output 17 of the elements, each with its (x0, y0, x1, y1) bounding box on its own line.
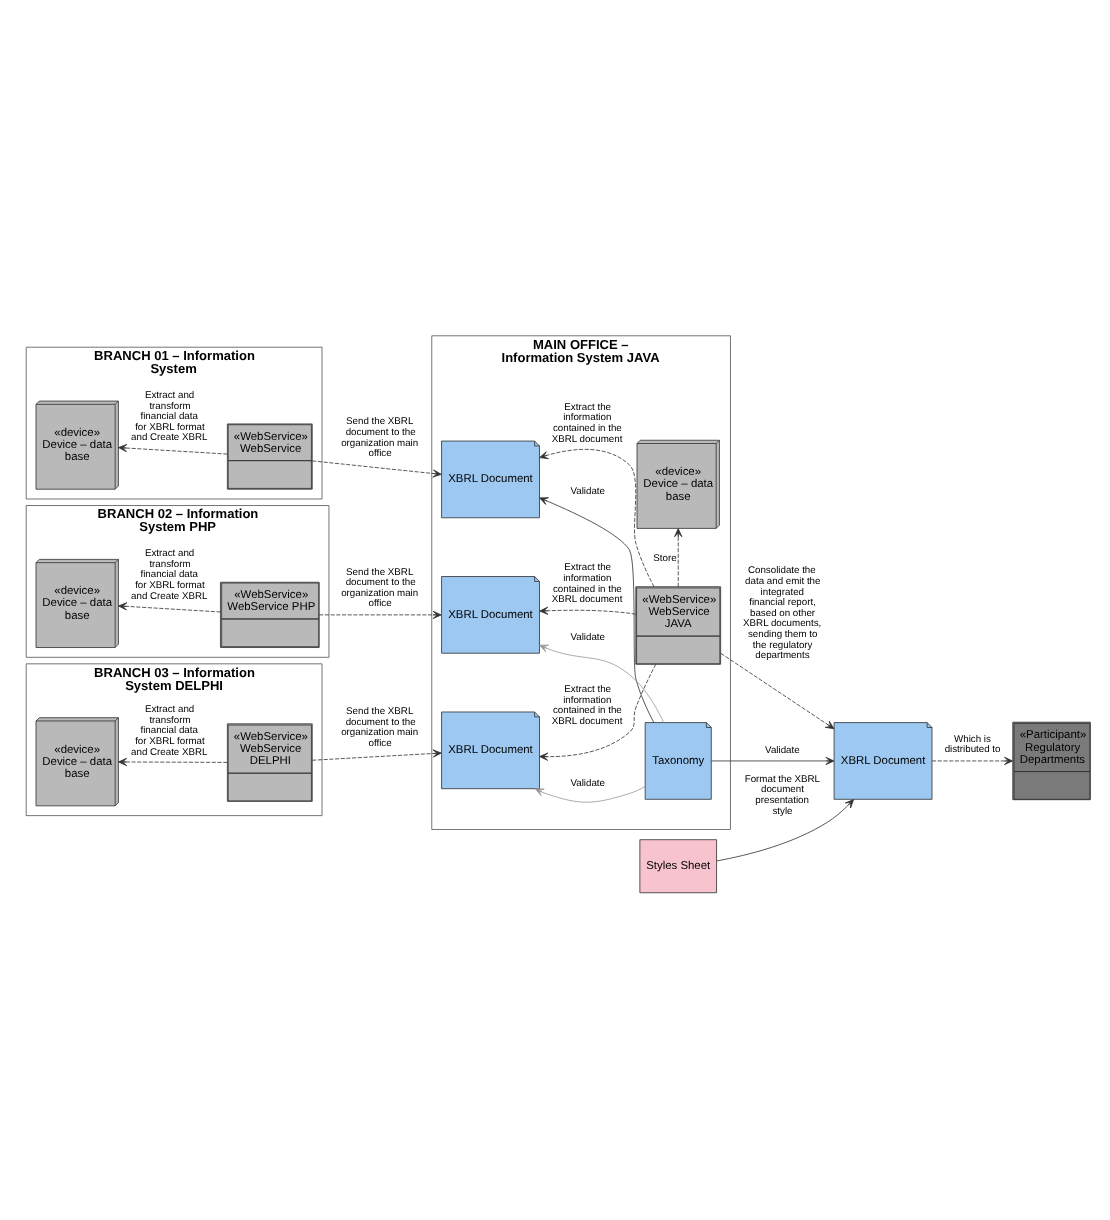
arrow (716, 798, 854, 861)
arrow (674, 527, 683, 586)
arrow (118, 756, 228, 766)
arrow (534, 785, 646, 802)
arrow (118, 601, 221, 612)
arrow (118, 442, 228, 454)
arrow (539, 662, 657, 760)
arrow (311, 748, 442, 760)
arrow (539, 605, 637, 614)
arrow (539, 496, 655, 722)
arrow (311, 459, 442, 477)
arrow (931, 755, 1014, 765)
arrow (539, 643, 665, 722)
arrow (318, 609, 442, 618)
arrow (711, 755, 835, 765)
arrow (539, 447, 655, 587)
arrow (720, 651, 835, 729)
